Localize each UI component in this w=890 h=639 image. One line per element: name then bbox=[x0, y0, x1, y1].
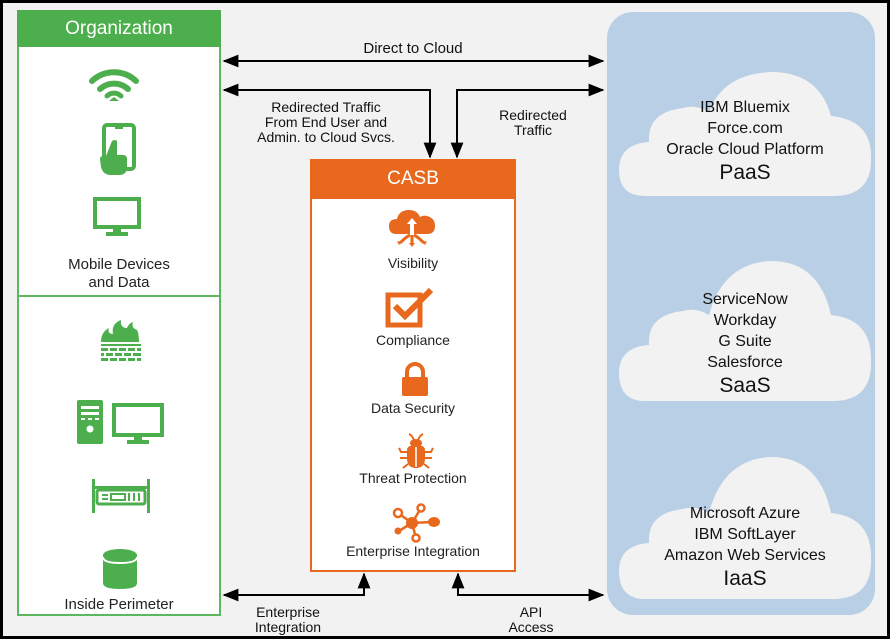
enterprise-integration-label-line2: Integration bbox=[254, 619, 322, 635]
casb-capability-threat-protection: Threat Protection bbox=[359, 470, 467, 486]
saas-provider: Salesforce bbox=[707, 354, 783, 371]
casb-architecture-diagram: Organization Mobile Devices and Data bbox=[3, 3, 887, 636]
saas-provider: G Suite bbox=[718, 333, 772, 350]
organization-title: Organization bbox=[17, 10, 221, 47]
network-hub-icon bbox=[392, 503, 440, 543]
lock-icon bbox=[402, 362, 428, 396]
checkbox-icon bbox=[385, 287, 434, 328]
mobile-devices-label-line1: Mobile Devices bbox=[68, 256, 170, 273]
paas-provider: IBM Bluemix bbox=[700, 99, 790, 116]
arrows-layer bbox=[222, 54, 605, 602]
iaas-title: IaaS bbox=[723, 567, 767, 590]
casb-capability-data-security: Data Security bbox=[370, 400, 456, 416]
enterprise-integration-label-line1: Enterprise bbox=[256, 604, 320, 620]
paas-provider: Force.com bbox=[707, 120, 783, 137]
iaas-provider: Microsoft Azure bbox=[689, 505, 801, 522]
saas-provider: ServiceNow bbox=[702, 291, 788, 308]
redirected-user-arrow bbox=[222, 83, 437, 159]
mobile-devices-label-line2: and Data bbox=[88, 274, 150, 291]
paas-cloud-shape bbox=[619, 72, 872, 196]
redirected-user-label: Redirected Traffic From End User and Adm… bbox=[231, 100, 421, 145]
redirected-traffic-label: Redirected Traffic bbox=[473, 108, 593, 138]
mobile-devices-label: Mobile Devices and Data bbox=[19, 256, 219, 292]
iaas-provider: IBM SoftLayer bbox=[694, 526, 796, 543]
desktop-computer-icon bbox=[77, 400, 164, 444]
api-access-label: API Access bbox=[481, 605, 581, 635]
enterprise-integration-arrow-label: Enterprise Integration bbox=[228, 605, 348, 635]
redirected-traffic-arrow bbox=[450, 83, 605, 159]
firewall-icon bbox=[101, 320, 141, 361]
api-access-label-line1: API bbox=[519, 604, 543, 620]
organization-divider bbox=[17, 295, 221, 297]
iaas-cloud-shape bbox=[619, 457, 872, 599]
organization-panel bbox=[17, 10, 221, 616]
direct-to-cloud-label: Direct to Cloud bbox=[363, 40, 463, 57]
iaas-cloud: Microsoft Azure IBM SoftLayer Amazon Web… bbox=[625, 503, 865, 592]
api-access-arrow bbox=[451, 572, 605, 602]
api-access-label-line2: Access bbox=[508, 619, 554, 635]
casb-title: CASB bbox=[310, 159, 516, 199]
casb-capability-enterprise-integration: Enterprise Integration bbox=[346, 543, 480, 559]
tablet-touch-icon bbox=[100, 123, 136, 175]
enterprise-integration-arrow bbox=[222, 572, 371, 602]
paas-title: PaaS bbox=[719, 161, 771, 184]
inside-perimeter-label: Inside Perimeter bbox=[64, 596, 174, 613]
redirected-traffic-label-line2: Traffic bbox=[513, 122, 553, 138]
paas-cloud: IBM Bluemix Force.com Oracle Cloud Platf… bbox=[625, 97, 865, 186]
wifi-icon bbox=[89, 69, 139, 101]
rack-server-icon bbox=[92, 479, 150, 513]
casb-capability-visibility: Visibility bbox=[387, 255, 439, 271]
redirected-user-label-line1: Redirected Traffic bbox=[271, 99, 381, 115]
saas-cloud-shape bbox=[619, 261, 872, 401]
paas-provider: Oracle Cloud Platform bbox=[666, 141, 824, 158]
redirected-user-label-line3: Admin. to Cloud Svcs. bbox=[257, 129, 395, 145]
redirected-traffic-label-line1: Redirected bbox=[499, 107, 567, 123]
casb-capability-compliance: Compliance bbox=[376, 332, 450, 348]
bug-icon bbox=[398, 433, 434, 469]
saas-title: SaaS bbox=[719, 374, 771, 397]
iaas-provider: Amazon Web Services bbox=[664, 547, 826, 564]
saas-provider: Workday bbox=[713, 312, 777, 329]
cloud-visibility-icon bbox=[389, 210, 435, 247]
saas-cloud: ServiceNow Workday G Suite Salesforce Sa… bbox=[625, 289, 865, 399]
database-icon bbox=[102, 549, 138, 589]
monitor-icon bbox=[93, 197, 141, 236]
redirected-user-label-line2: From End User and bbox=[264, 114, 388, 130]
